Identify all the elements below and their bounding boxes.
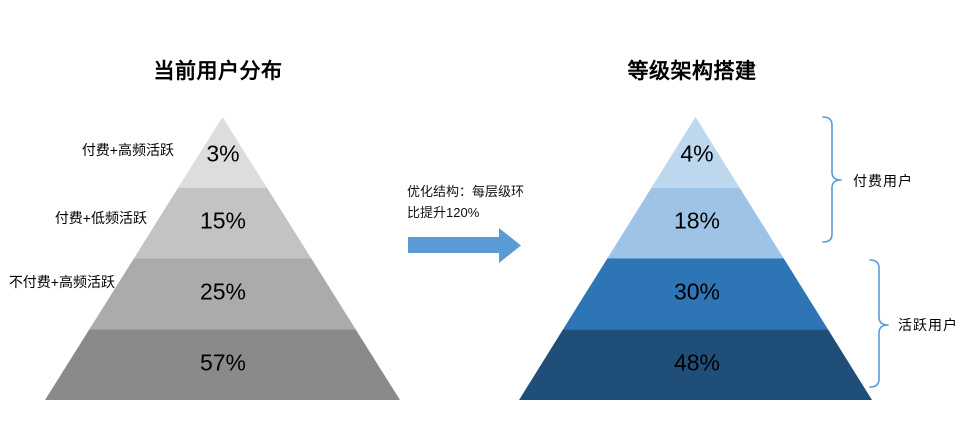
left-pyramid-tier-4-shape (45, 329, 400, 400)
bracket-paid-users-label: 付费用户 (853, 173, 913, 189)
arrow-right-icon (408, 228, 521, 263)
bracket-paid-users-icon (822, 116, 842, 243)
left-tier-1-value: 3% (206, 140, 240, 167)
right-pyramid-tier-1-shape (651, 117, 740, 188)
left-chart-title: 当前用户分布 (153, 60, 283, 83)
right-pyramid-tier-2-shape (607, 187, 784, 259)
transition-note-line-1: 优化结构：每层级环 (407, 184, 525, 199)
transition-note-line-2: 比提升120% (407, 205, 480, 220)
right-pyramid-tier-3-shape (563, 258, 828, 330)
right-tier-1-value: 4% (680, 140, 714, 167)
right-chart-title: 等级架构搭建 (627, 60, 757, 83)
left-pyramid-tier-3-shape (89, 258, 356, 330)
right-pyramid-tier-4-shape (519, 329, 872, 400)
left-pyramid-tier-1-shape (178, 117, 267, 188)
bracket-active-users-label: 活跃用户 (898, 317, 958, 333)
left-tier-3-label: 不付费+高频活跃 (8, 274, 115, 290)
bracket-active-users-icon (869, 259, 889, 388)
left-tier-1-label: 付费+高频活跃 (81, 142, 174, 158)
right-tier-4-value: 48% (673, 349, 721, 376)
right-tier-3-value: 30% (673, 278, 721, 305)
left-pyramid-tier-2-shape (133, 187, 312, 259)
transition-note: 优化结构：每层级环 比提升120% (407, 181, 524, 223)
left-tier-4-value: 57% (199, 349, 247, 376)
left-tier-2-value: 15% (199, 207, 247, 234)
left-tier-2-label: 付费+低频活跃 (54, 210, 147, 226)
left-tier-3-value: 25% (199, 278, 247, 305)
right-tier-2-value: 18% (673, 207, 721, 234)
